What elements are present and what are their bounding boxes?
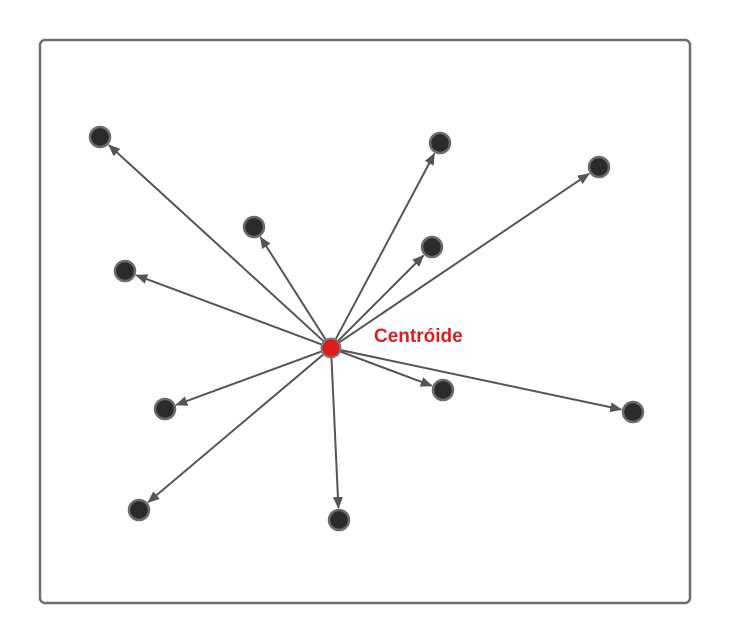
- arrow-p5: [336, 254, 425, 343]
- data-point-p11: [327, 508, 351, 532]
- data-point-p6: [113, 259, 137, 283]
- arrow-p4: [259, 236, 328, 341]
- data-point-p9: [153, 397, 177, 421]
- data-point-p2: [428, 131, 452, 155]
- data-point-p1: [88, 125, 112, 149]
- arrow-p1: [108, 144, 326, 343]
- arrow-p8: [339, 348, 623, 413]
- arrow-p10: [147, 353, 325, 504]
- arrows-group: [108, 144, 623, 510]
- arrow-p7: [339, 350, 433, 387]
- data-point-p7: [431, 378, 455, 402]
- arrow-p11: [330, 356, 343, 510]
- arrow-p9: [175, 350, 323, 406]
- arrow-p3: [337, 172, 590, 344]
- points-group: [88, 125, 645, 532]
- data-point-p3: [587, 155, 611, 179]
- data-point-p10: [127, 498, 151, 522]
- arrow-p2: [334, 152, 436, 341]
- diagram-frame: [38, 38, 692, 605]
- data-point-p4: [242, 215, 266, 239]
- arrow-p6: [135, 274, 323, 346]
- data-point-p5: [420, 235, 444, 259]
- centroid-point: [320, 337, 342, 359]
- data-point-p8: [621, 400, 645, 424]
- centroid-label: Centróide: [374, 326, 463, 347]
